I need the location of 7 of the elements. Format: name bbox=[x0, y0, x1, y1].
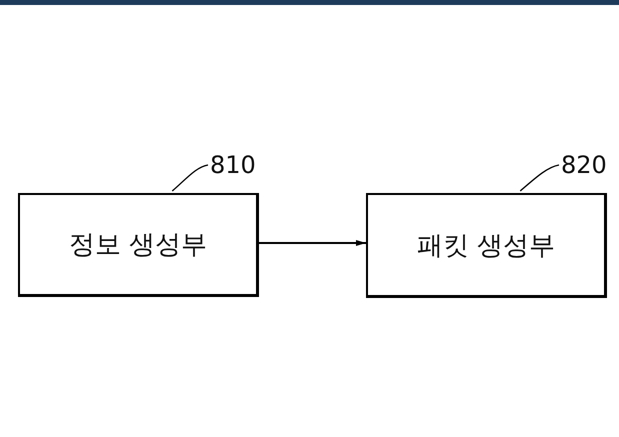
leader-line bbox=[520, 164, 560, 192]
reference-number: 810 bbox=[210, 153, 256, 177]
leader-line bbox=[172, 164, 208, 192]
process-box: 패킷 생성부 bbox=[366, 193, 607, 298]
arrow bbox=[259, 240, 366, 246]
process-box: 정보 생성부 bbox=[18, 193, 259, 297]
reference-number: 820 bbox=[561, 153, 607, 177]
